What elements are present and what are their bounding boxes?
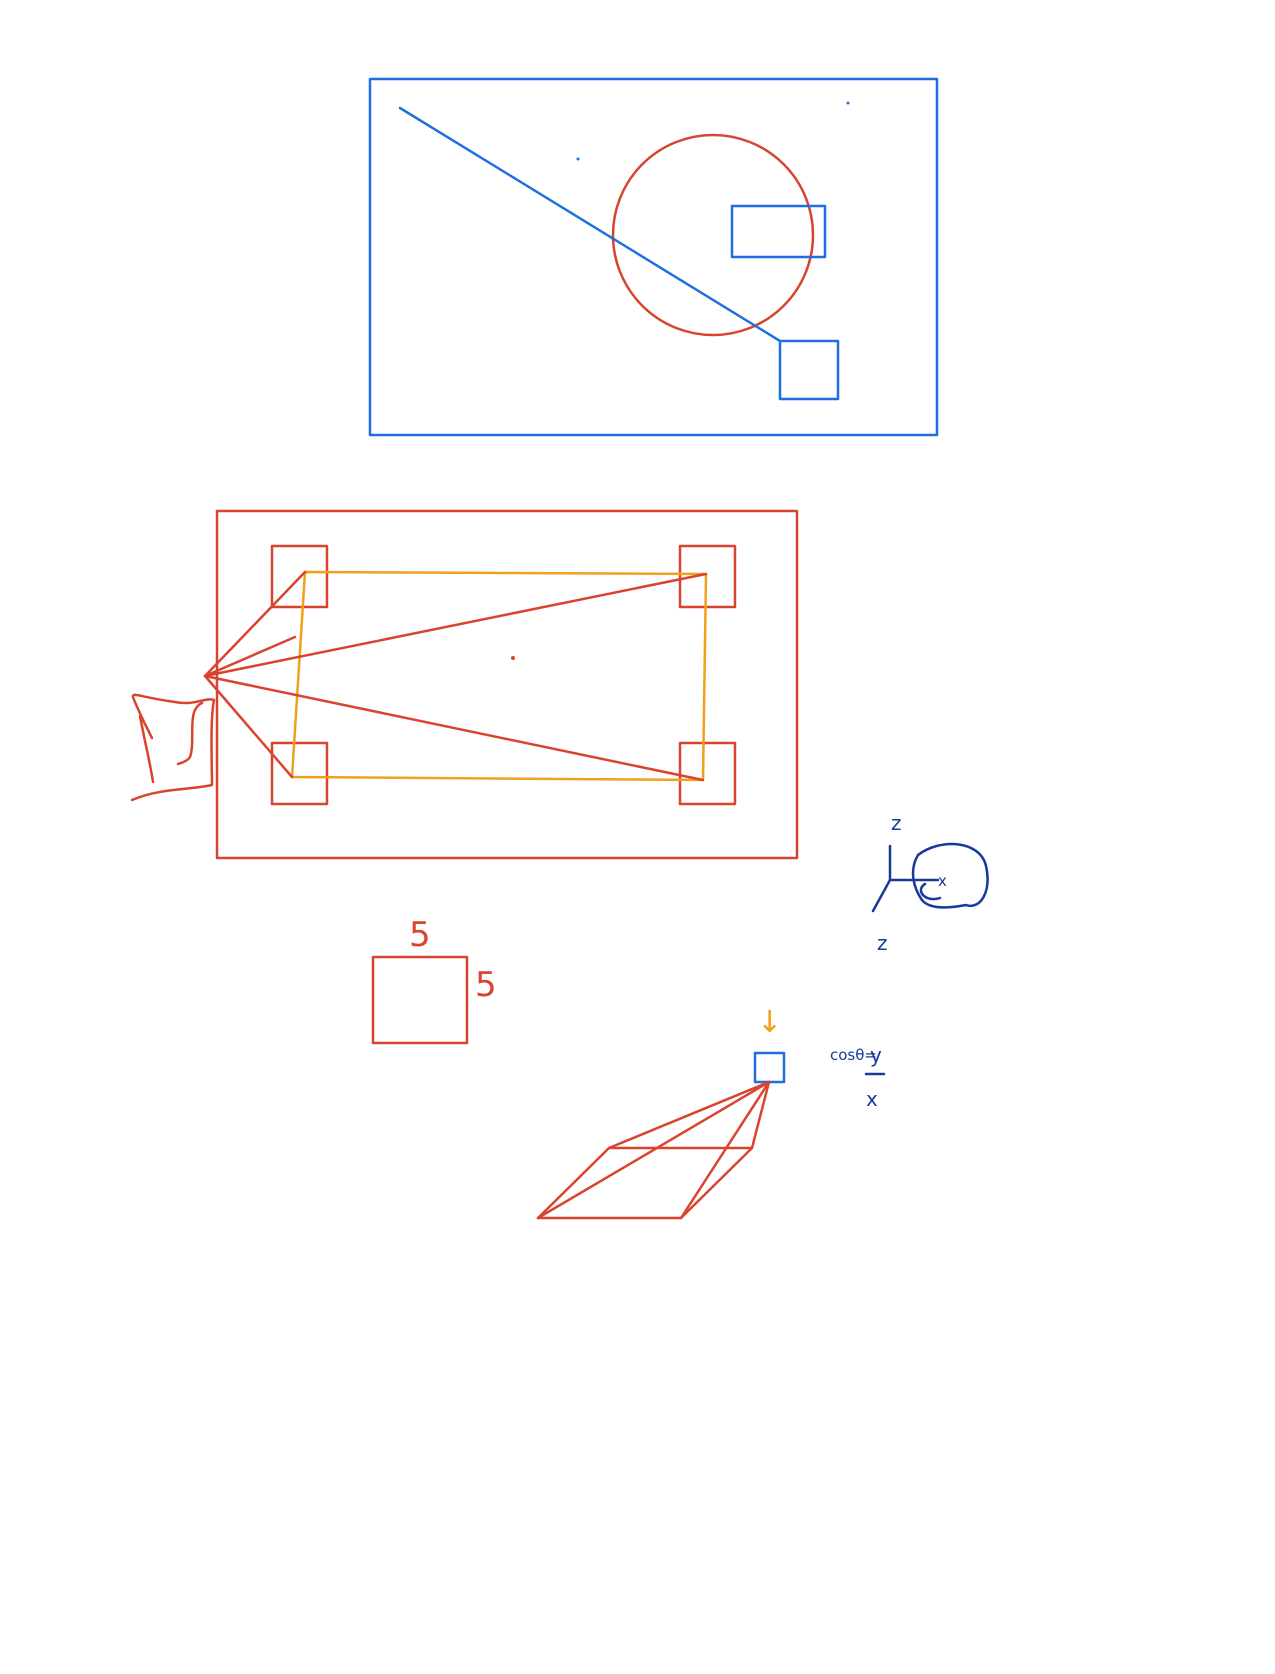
down-arrow-icon: ↓ — [757, 1005, 782, 1040]
cosine-formula: cosθ= y x — [830, 1043, 886, 1111]
head-outline — [911, 842, 989, 909]
red-circle — [611, 133, 815, 337]
blue-diagram — [368, 77, 939, 437]
axis-label-upper: z — [891, 811, 902, 835]
light-source-square — [753, 1051, 786, 1084]
formula-lhs: cosθ= — [830, 1046, 877, 1064]
corner-square-bottom-right — [678, 741, 737, 806]
axis-diagonal — [871, 878, 892, 913]
red-rays — [203, 570, 708, 782]
scribble-shape — [130, 693, 216, 802]
orange-quadrilateral — [290, 570, 708, 782]
corner-square-bottom-left — [270, 741, 329, 806]
blue-diagonal-line — [398, 106, 782, 343]
blue-outer-frame — [368, 77, 939, 437]
axis-label-lower: z — [877, 931, 888, 955]
blue-small-square — [778, 339, 840, 401]
red-outer-frame — [215, 509, 799, 860]
square-top-dim: 5 — [409, 915, 431, 955]
blue-dot — [846, 101, 850, 105]
ear-curl — [919, 882, 942, 901]
blue-inner-rect — [730, 204, 827, 259]
projection-diagram: ↓ — [536, 1005, 786, 1220]
corner-square-top-left — [270, 544, 329, 609]
axis-doodle: z z x — [871, 811, 989, 955]
corner-square-top-right — [678, 544, 737, 609]
axis-label-x: x — [938, 872, 947, 890]
square-side-dim: 5 — [475, 965, 497, 1005]
formula-numerator: y — [870, 1043, 882, 1067]
formula-denominator: x — [866, 1087, 878, 1111]
dimension-square — [371, 955, 469, 1045]
red-center-dot — [511, 656, 515, 660]
room-diagram — [130, 509, 799, 860]
dimension-square-group: 5 5 — [371, 915, 497, 1045]
blue-dot — [576, 157, 580, 161]
